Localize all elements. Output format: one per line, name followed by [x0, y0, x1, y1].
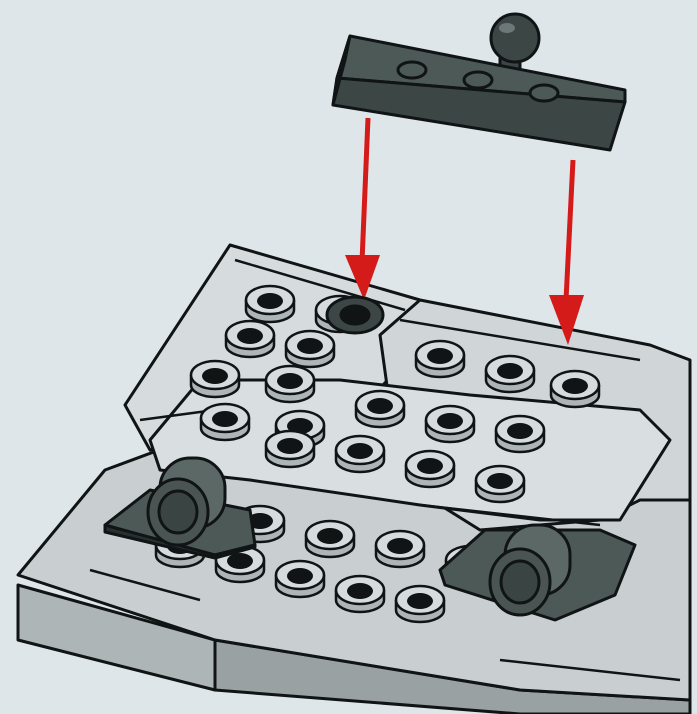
placement-arrow-right: [549, 160, 584, 345]
stud-icon: [486, 356, 534, 392]
target-stud: [327, 297, 383, 333]
stud-icon: [551, 371, 599, 407]
stud-icon: [530, 85, 558, 101]
stud-icon: [356, 391, 404, 427]
handle-ball-highlight: [499, 23, 515, 33]
stud-icon: [266, 366, 314, 402]
stud-icon: [416, 341, 464, 377]
stud-icon: [306, 521, 354, 557]
placement-arrow-left: [345, 118, 380, 300]
stud-icon: [476, 466, 524, 502]
stud-icon: [246, 286, 294, 322]
stud-icon: [266, 431, 314, 467]
stud-icon: [426, 406, 474, 442]
clip-left-bar-hole: [159, 491, 197, 533]
stud-hole: [341, 306, 369, 324]
stud-icon: [396, 586, 444, 622]
stud-icon: [226, 321, 274, 357]
down-arrow-icon: [566, 160, 573, 300]
handle-ball: [491, 14, 539, 62]
clip-right-bar-hole: [501, 561, 539, 603]
stud-icon: [336, 576, 384, 612]
plate-1x4-with-bar-handle: [333, 14, 625, 150]
stud-icon: [406, 451, 454, 487]
down-arrow-icon: [362, 118, 368, 262]
stud-icon: [201, 404, 249, 440]
stud-icon: [286, 331, 334, 367]
stud-icon: [276, 561, 324, 597]
stud-icon: [191, 361, 239, 397]
stud-icon: [376, 531, 424, 567]
stud-icon: [398, 62, 426, 78]
stud-icon: [464, 72, 492, 88]
stud-icon: [336, 436, 384, 472]
stud-icon: [496, 416, 544, 452]
